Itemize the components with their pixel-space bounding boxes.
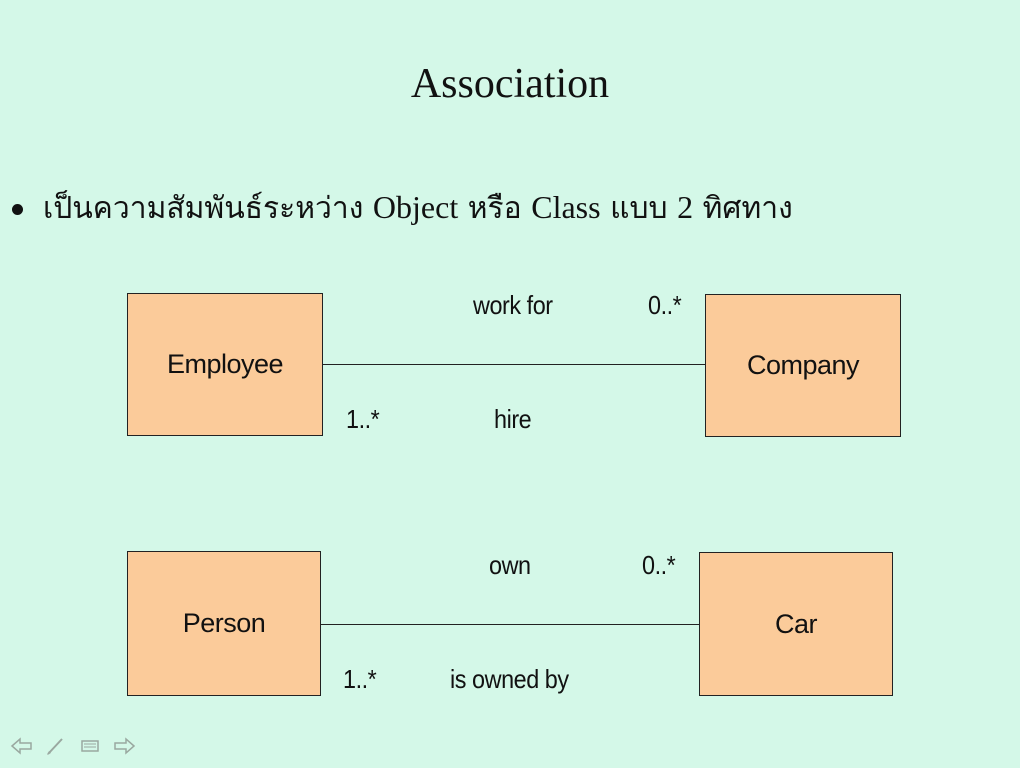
bullet-thai-1: เป็นความสัมพันธ์ระหว่าง (43, 191, 364, 226)
multiplicity-employee: 1..* (346, 404, 380, 434)
menu-icon[interactable] (78, 736, 102, 756)
arrow-right-icon[interactable] (112, 736, 136, 756)
association-label-work-for: work for (473, 290, 553, 320)
association-label-is-owned-by: is owned by (450, 664, 569, 694)
association-label-own: own (489, 550, 531, 580)
multiplicity-car: 0..* (642, 550, 676, 580)
class-box-company: Company (705, 294, 901, 437)
slide-navigation (10, 736, 136, 756)
bullet-thai-2: หรือ (467, 191, 522, 226)
bullet-thai-3: แบบ (610, 191, 668, 226)
arrow-left-icon[interactable] (10, 736, 34, 756)
association-label-hire: hire (494, 404, 532, 434)
class-box-person: Person (127, 551, 321, 696)
bullet-latin-1: Object (372, 189, 459, 225)
multiplicity-company: 0..* (648, 290, 682, 320)
association-line-person-car (321, 624, 699, 625)
bullet-thai-4: ทิศทาง (702, 191, 793, 226)
class-box-employee: Employee (127, 293, 323, 436)
multiplicity-person: 1..* (343, 664, 377, 694)
slide-title: Association (410, 61, 610, 107)
bullet-point: เป็นความสัมพันธ์ระหว่าง Object หรือ Clas… (12, 185, 793, 232)
bullet-latin-2: Class (531, 189, 601, 225)
bullet-text: เป็นความสัมพันธ์ระหว่าง Object หรือ Clas… (43, 185, 793, 232)
bullet-latin-3: 2 (677, 189, 694, 225)
class-box-car: Car (699, 552, 893, 696)
association-line-employee-company (323, 364, 705, 365)
bullet-icon (12, 204, 23, 215)
pen-icon[interactable] (44, 736, 68, 756)
